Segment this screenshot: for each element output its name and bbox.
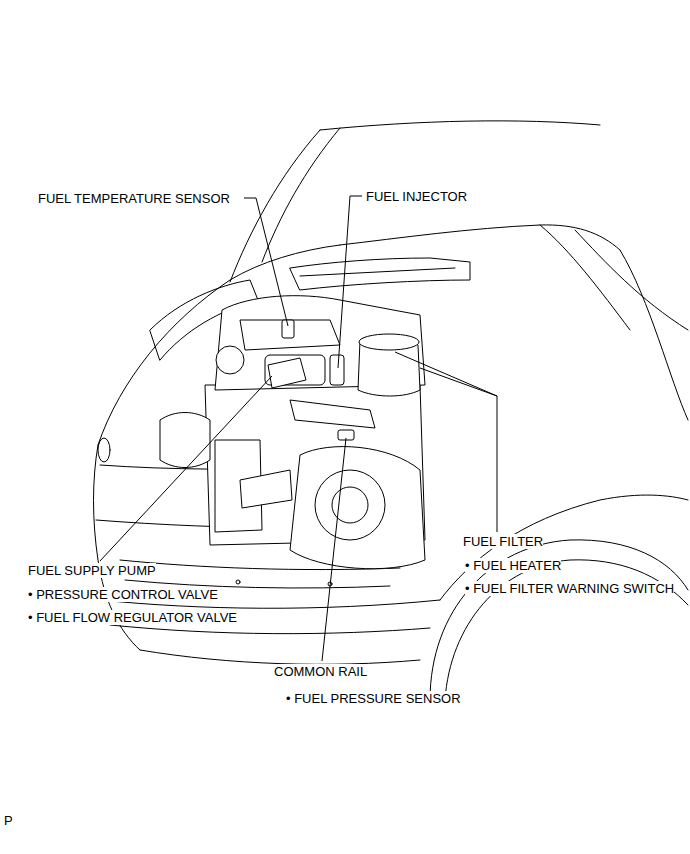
part-label: • FUEL FLOW REGULATOR VALVE (28, 610, 237, 625)
part-label: • FUEL FILTER WARNING SWITCH (465, 581, 674, 596)
part-label: FUEL SUPPLY PUMP (28, 563, 156, 578)
part-label: FUEL INJECTOR (366, 189, 467, 204)
part-label: FUEL TEMPERATURE SENSOR (38, 191, 230, 206)
part-label: • PRESSURE CONTROL VALVE (28, 587, 218, 602)
part-label: COMMON RAIL (274, 664, 367, 679)
engine-drawing (160, 296, 425, 569)
page-mark: P (4, 813, 13, 828)
part-label: • FUEL HEATER (465, 558, 561, 573)
part-label: • FUEL PRESSURE SENSOR (286, 691, 461, 706)
part-label: FUEL FILTER (463, 534, 543, 549)
